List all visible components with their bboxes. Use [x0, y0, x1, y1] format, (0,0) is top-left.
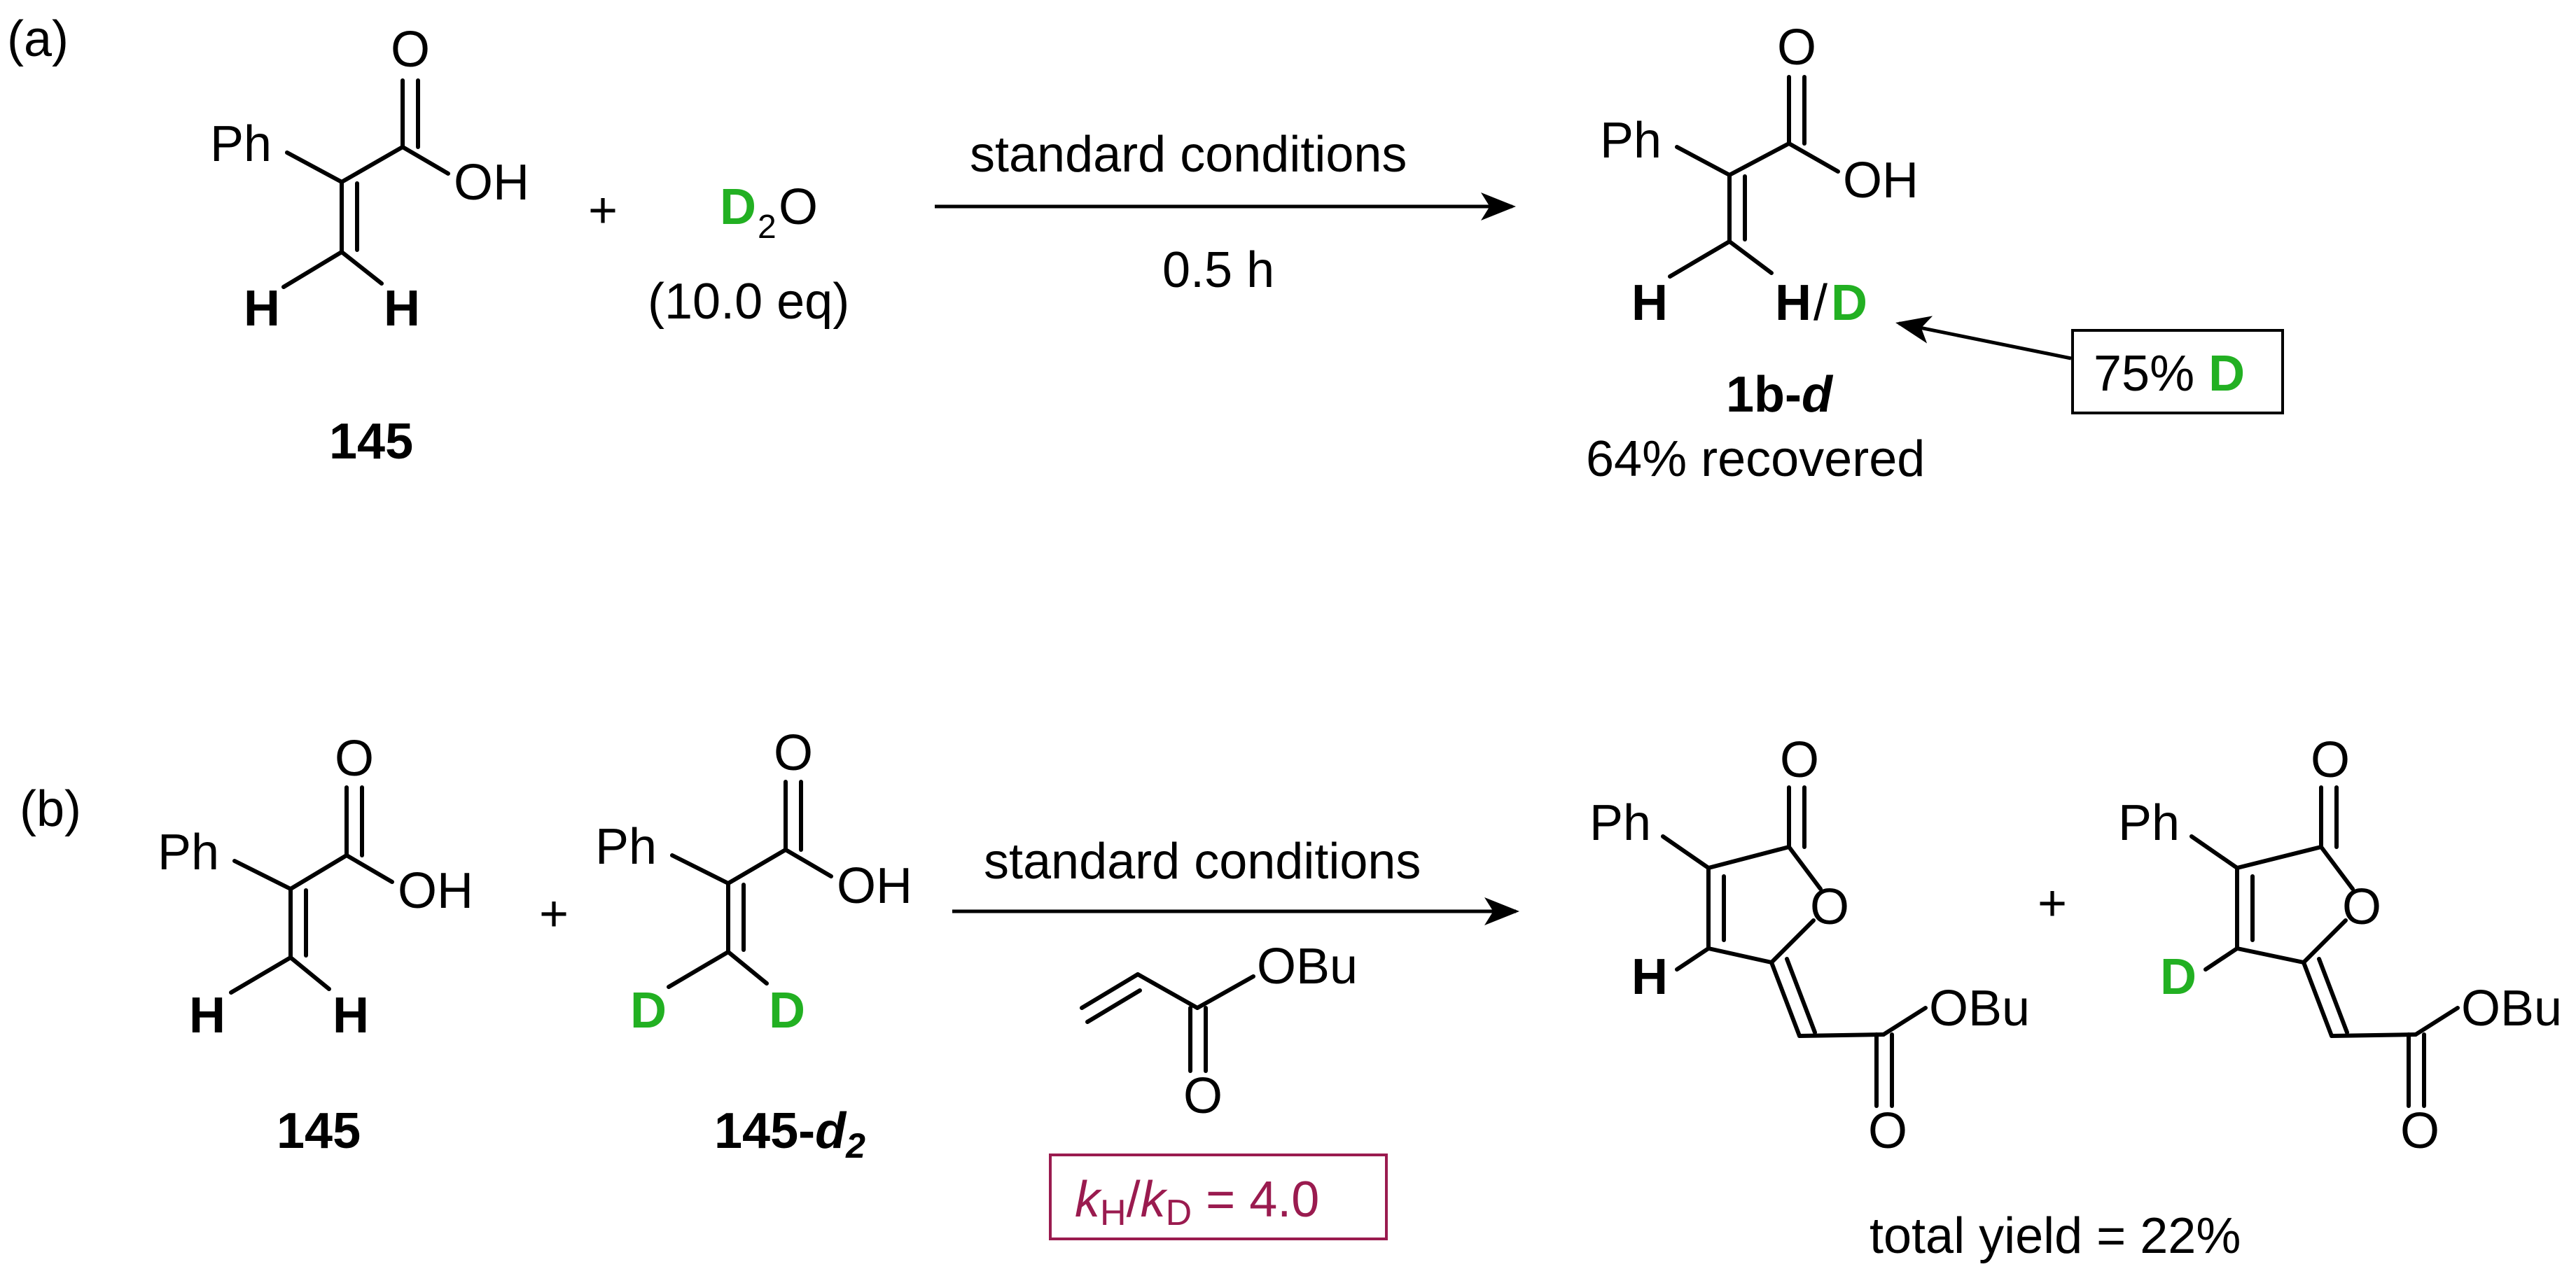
recovered-label: 64% recovered: [1586, 431, 1925, 487]
butyl-acrylate: OBu O: [1080, 939, 1358, 1124]
product-butenolide-d: Ph O O D OBu O: [2118, 732, 2562, 1159]
carbonyl-oxygen: O: [1780, 732, 1819, 788]
deuteration-percent: 75% D: [2094, 346, 2245, 402]
arrow-conditions-label: standard conditions: [970, 127, 1407, 183]
phenyl-label: Ph: [1600, 113, 1662, 169]
product-butenolide-h: Ph O O H OBu O: [1589, 732, 2030, 1159]
reactant-145-d2: Ph O OH D D 145-d2: [595, 725, 912, 1165]
ester-oxygen: O: [2400, 1103, 2439, 1159]
reactant-145: Ph O OH H H 145: [210, 22, 529, 470]
acrylate-oxygen: O: [1183, 1068, 1223, 1124]
acrylate-obu-label: OBu: [1257, 939, 1358, 995]
phenyl-label: Ph: [210, 116, 272, 172]
arrow-time-label: 0.5 h: [1162, 242, 1274, 298]
plus-sign: +: [588, 183, 618, 239]
reaction-arrow-b: standard conditions OBu O kH/kD = 4.0: [952, 834, 1519, 1240]
total-yield-label: total yield = 22%: [1870, 1208, 2241, 1264]
kie-value: kH/kD = 4.0: [1075, 1172, 1319, 1233]
vinyl-hydrogen-2: H: [333, 988, 369, 1044]
deuteration-annotation: 75% D: [1895, 316, 2284, 414]
reactant-145: Ph O OH H H 145: [158, 731, 473, 1159]
vinyl-hydrogen-1: H: [189, 988, 225, 1044]
deuterium-label: D: [720, 179, 756, 235]
panel-b: (b) Ph O OH H H 145 +: [20, 725, 2562, 1264]
panel-a: (a) Ph O OH H H 145 + D 2 O (10.0 eq): [7, 11, 2284, 487]
product-1b-d: Ph O OH H H / D 1b-d 64% recovered: [1586, 20, 1925, 487]
phenyl-label: Ph: [595, 819, 657, 875]
ring-hydrogen: H: [1631, 949, 1668, 1005]
compound-label-1b-d: 1b-d: [1726, 367, 1834, 423]
ester-oxygen: O: [1868, 1103, 1907, 1159]
phenyl-label: Ph: [158, 825, 219, 881]
carbonyl-oxygen: O: [335, 731, 374, 787]
compound-label-145: 145: [329, 414, 413, 470]
vinyl-hydrogen-1: H: [244, 281, 280, 337]
equivalents-label: (10.0 eq): [648, 274, 849, 330]
compound-label-145: 145: [277, 1103, 361, 1159]
vinyl-hydrogen-2: H: [384, 281, 420, 337]
slash: /: [1813, 275, 1827, 331]
phenyl-label: Ph: [2118, 795, 2180, 851]
ester-obu-label: OBu: [1929, 981, 2030, 1037]
reaction-arrow-a: standard conditions 0.5 h: [935, 127, 1516, 298]
carbonyl-oxygen: O: [391, 22, 430, 78]
kie-box: [1049, 1154, 1388, 1240]
plus-sign: +: [539, 886, 569, 942]
deuterium-label: D: [1831, 275, 1867, 331]
ring-deuterium: D: [2160, 949, 2196, 1005]
reagent-d2o: D 2 O (10.0 eq): [648, 179, 849, 330]
annotation-box: [2071, 329, 2284, 414]
d2o-oxygen: O: [779, 179, 818, 235]
carbonyl-oxygen: O: [774, 725, 813, 781]
carbonyl-oxygen: O: [2311, 732, 2350, 788]
arrow-conditions-label: standard conditions: [984, 834, 1421, 890]
ester-obu-label: OBu: [2461, 981, 2562, 1037]
vinyl-hydrogen-2: H: [1775, 275, 1811, 331]
d2o-subscript: 2: [758, 209, 777, 246]
carbonyl-oxygen: O: [1777, 20, 1816, 76]
ring-oxygen: O: [2342, 879, 2381, 935]
panel-b-label: (b): [20, 781, 81, 837]
plus-sign: +: [2038, 876, 2067, 932]
hydroxyl-label: OH: [398, 863, 473, 919]
hydroxyl-label: OH: [454, 155, 529, 211]
panel-a-label: (a): [7, 11, 69, 67]
compound-label-145-d2: 145-d2: [714, 1103, 865, 1165]
hydroxyl-label: OH: [1843, 153, 1919, 209]
ring-oxygen: O: [1810, 879, 1849, 935]
phenyl-label: Ph: [1589, 795, 1651, 851]
vinyl-deuterium-2: D: [769, 983, 805, 1039]
hydroxyl-label: OH: [837, 858, 912, 914]
vinyl-deuterium-1: D: [630, 983, 667, 1039]
vinyl-hydrogen-1: H: [1631, 275, 1668, 331]
